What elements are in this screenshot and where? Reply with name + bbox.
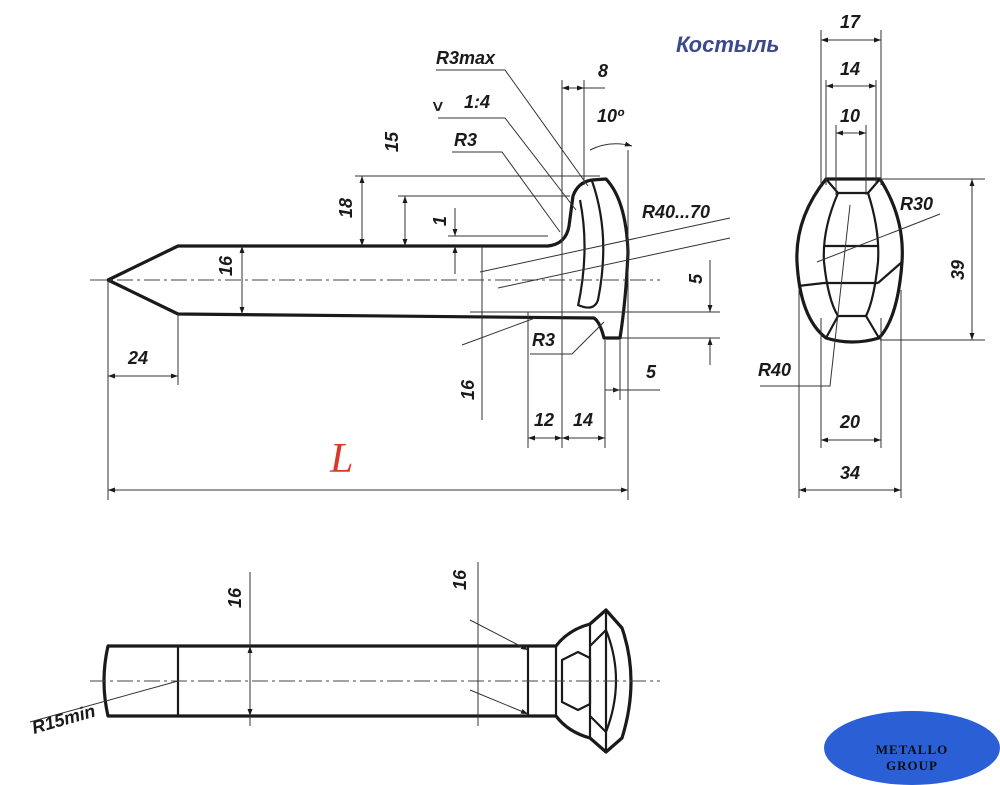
label-8: 8 <box>598 61 608 81</box>
dim-16-right-leader <box>469 689 529 715</box>
taper-symbol: < <box>428 101 448 112</box>
facet-line <box>865 315 880 339</box>
facet-line <box>825 315 839 339</box>
label-14: 14 <box>573 410 593 430</box>
dim-10deg-arc <box>589 141 633 151</box>
label-10deg: 10º <box>597 106 625 126</box>
leader-r30 <box>816 213 941 263</box>
leader-r3max <box>436 69 589 187</box>
leader-taper <box>438 117 577 211</box>
leader-low <box>461 317 536 346</box>
label-10: 10 <box>840 106 860 126</box>
label-20: 20 <box>839 412 860 432</box>
label-15: 15 <box>382 131 402 152</box>
metallo-group-logo: METALLO GROUP <box>824 711 1000 785</box>
spike-side-outline <box>106 177 630 340</box>
length-label: L <box>329 436 353 482</box>
label-r30: R30 <box>900 194 933 214</box>
label-taper: 1:4 <box>464 92 490 112</box>
spike-top-outline <box>102 608 633 754</box>
label-16-top-left: 16 <box>225 587 245 608</box>
leader-r15min <box>29 680 179 723</box>
label-12: 12 <box>534 410 554 430</box>
head-end-outline <box>795 177 904 344</box>
side-view: R3max 1:4 < R3 8 10º 15 18 1 R40...70 16… <box>90 48 731 500</box>
head-end-inner <box>822 191 880 318</box>
leader-r3-upper <box>452 151 561 233</box>
label-16-low: 16 <box>458 379 478 400</box>
label-16-shank: 16 <box>216 255 236 276</box>
label-34: 34 <box>840 463 860 483</box>
label-18: 18 <box>336 198 356 218</box>
label-r40: R40 <box>758 360 791 380</box>
label-24: 24 <box>127 348 148 368</box>
label-16-top-right: 16 <box>450 569 470 590</box>
drawing-title: Костыль <box>676 32 779 57</box>
label-17: 17 <box>840 12 861 32</box>
label-r3-lower: R3 <box>532 330 555 350</box>
label-5-low: 5 <box>646 362 657 382</box>
head-inner-curve <box>577 180 605 309</box>
label-14-end: 14 <box>840 59 860 79</box>
leader-r40 <box>760 204 851 387</box>
facet-line <box>797 281 825 288</box>
facet-line <box>867 178 881 194</box>
leader-r3-lower <box>530 321 605 355</box>
label-5-right: 5 <box>686 273 706 284</box>
logo-ellipse <box>824 711 1000 785</box>
label-r3-upper: R3 <box>454 130 477 150</box>
end-view: 17 14 10 R30 39 R40 20 34 <box>758 12 985 498</box>
label-39: 39 <box>948 260 968 280</box>
top-view: 16 16 R15min <box>29 562 660 754</box>
leader-r40-70 <box>497 237 731 289</box>
head-rear-curve <box>576 199 586 307</box>
leader-r40-70 <box>479 217 731 273</box>
dim-16-right-leader <box>469 619 529 651</box>
logo-text-line2: GROUP <box>886 758 938 773</box>
label-r3max: R3max <box>436 48 496 68</box>
label-r15min: R15min <box>30 701 98 738</box>
label-r40-70: R40...70 <box>642 202 710 222</box>
facet-line <box>877 261 903 284</box>
head-top-inner-hex <box>560 650 592 712</box>
label-1: 1 <box>430 216 450 226</box>
logo-text-line1: METALLO <box>876 742 949 757</box>
